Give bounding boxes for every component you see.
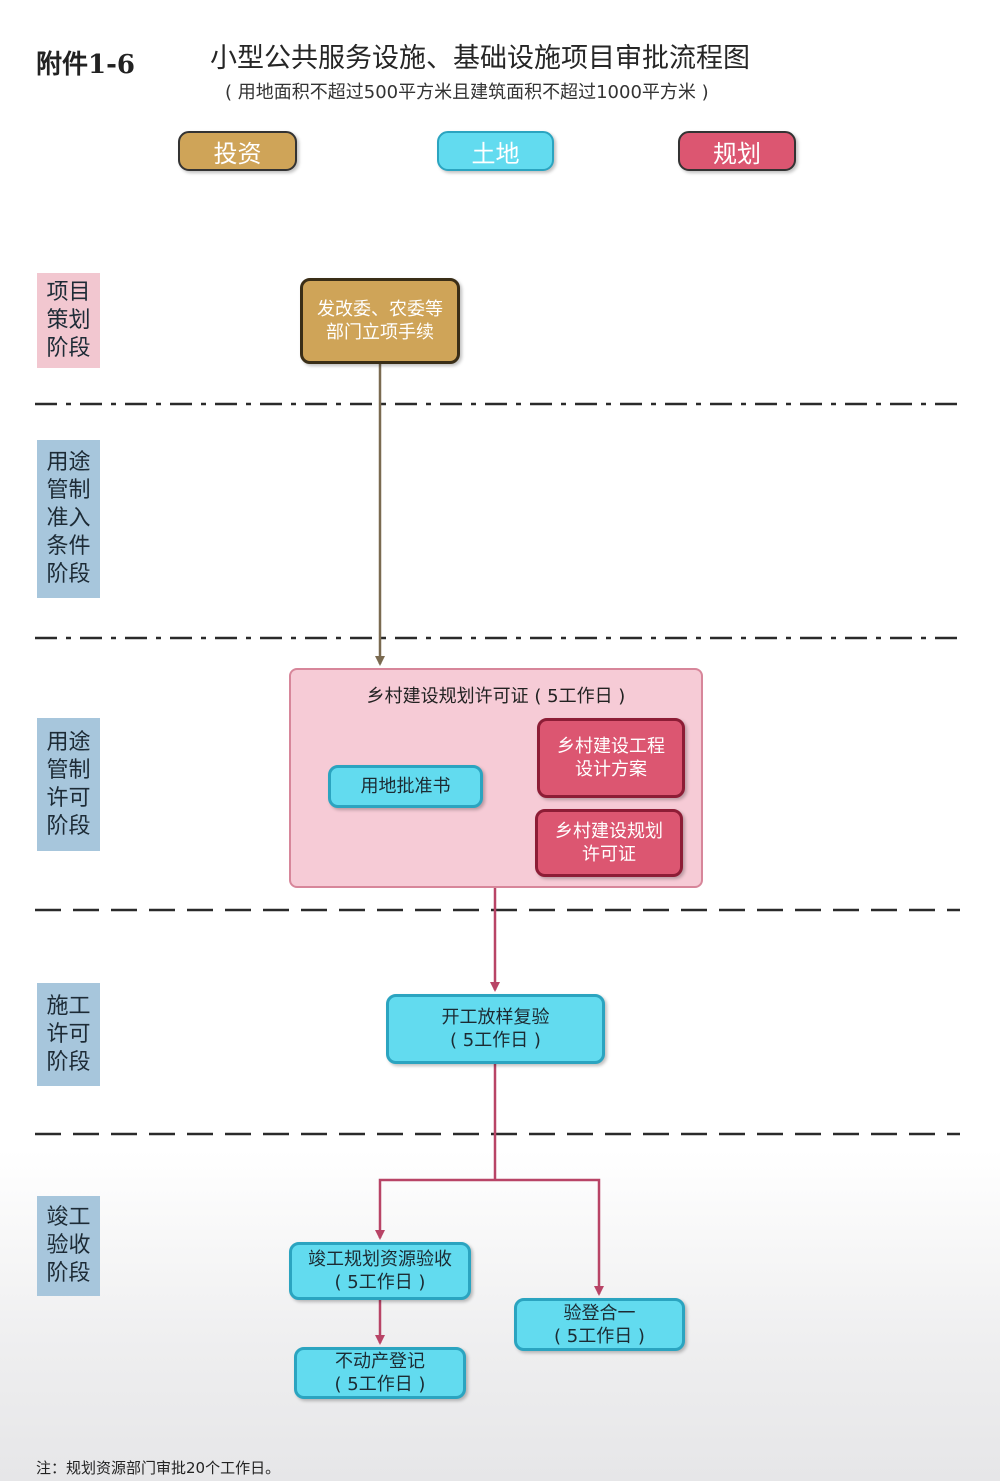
node-line: 部门立项手续 (326, 322, 434, 343)
node-line: 发改委、农委等 (317, 299, 443, 320)
node-setout-check: 开工放样复验 ( 5工作日 ) (386, 994, 605, 1064)
stage-use-control-access: 用途 管制 准入 条件 阶段 (37, 440, 100, 598)
stage-line: 竣工 (46, 1205, 91, 1230)
stage-use-control-permit: 用途 管制 许可 阶段 (37, 718, 100, 851)
node-land-approval: 用地批准书 (328, 765, 483, 808)
node-line: 验登合一 (563, 1302, 636, 1324)
stage-line: 策划 (46, 307, 91, 333)
stage-line: 用途 (46, 729, 91, 755)
stage-line: 阶段 (46, 1049, 91, 1075)
stage-line: 阶段 (46, 562, 91, 587)
legend-land: 土地 (437, 131, 554, 171)
node-line: 竣工规划资源验收 (308, 1249, 452, 1270)
arrow-to-completion (375, 1178, 495, 1240)
node-rural-permit: 乡村建设规划 许可证 (535, 809, 683, 877)
stage-line: 阶段 (46, 813, 91, 839)
stage-line: 验收 (46, 1233, 91, 1258)
node-line: 许可证 (582, 844, 636, 865)
stage-line: 阶段 (46, 1261, 91, 1286)
stage-line: 条件 (46, 534, 91, 559)
node-line: ( 5工作日 ) (334, 1374, 426, 1395)
stage-line: 用途 (46, 450, 91, 475)
stage-construction-permit: 施工 许可 阶段 (37, 983, 100, 1086)
node-rural-permit-group-title: 乡村建设规划许可证 ( 5工作日 ) (366, 686, 626, 707)
page-subtitle: ( 用地面积不超过500平方米且建筑面积不超过1000平方米 ) (225, 82, 709, 103)
stage-line: 阶段 (46, 335, 91, 361)
node-line: 设计方案 (575, 759, 647, 780)
node-rural-design: 乡村建设工程 设计方案 (537, 718, 685, 798)
stage-completion-acceptance: 竣工 验收 阶段 (37, 1196, 100, 1296)
node-line: 开工放样复验 (441, 1007, 550, 1028)
node-line: ( 5工作日 ) (554, 1325, 645, 1347)
legend-invest-label: 投资 (213, 139, 262, 168)
node-line: 乡村建设规划 (555, 821, 663, 842)
stage-line: 准入 (46, 506, 91, 531)
legend-plan: 规划 (678, 131, 796, 171)
page-title: 小型公共服务设施、基础设施项目审批流程图 (210, 43, 750, 74)
node-property-registration: 不动产登记 ( 5工作日 ) (294, 1347, 466, 1399)
stage-line: 管制 (46, 478, 91, 503)
stage-project-planning: 项目 策划 阶段 (37, 273, 100, 368)
legend-invest: 投资 (178, 131, 297, 171)
node-line: ( 5工作日 ) (334, 1272, 426, 1293)
node-line: 用地批准书 (360, 776, 451, 797)
attachment-label: 附件1-6 (36, 50, 135, 80)
legend-plan-label: 规划 (713, 139, 761, 168)
legend-land-label: 土地 (471, 139, 520, 168)
node-line: ( 5工作日 ) (450, 1030, 541, 1051)
stage-line: 许可 (46, 1021, 91, 1047)
footnote: 注：规划资源部门审批20个工作日。 (36, 1459, 281, 1477)
stage-line: 管制 (46, 757, 91, 783)
stage-line: 项目 (46, 279, 91, 305)
stage-line: 许可 (46, 785, 91, 811)
node-completion-acceptance: 竣工规划资源验收 ( 5工作日 ) (289, 1242, 471, 1300)
arrow-to-combined (495, 1178, 604, 1296)
node-line: 不动产登记 (335, 1351, 425, 1372)
stage-line: 施工 (46, 993, 91, 1019)
node-line: 乡村建设工程 (557, 736, 665, 757)
node-inspection-combined: 验登合一 ( 5工作日 ) (514, 1298, 685, 1351)
node-project-approval: 发改委、农委等 部门立项手续 (300, 278, 460, 364)
